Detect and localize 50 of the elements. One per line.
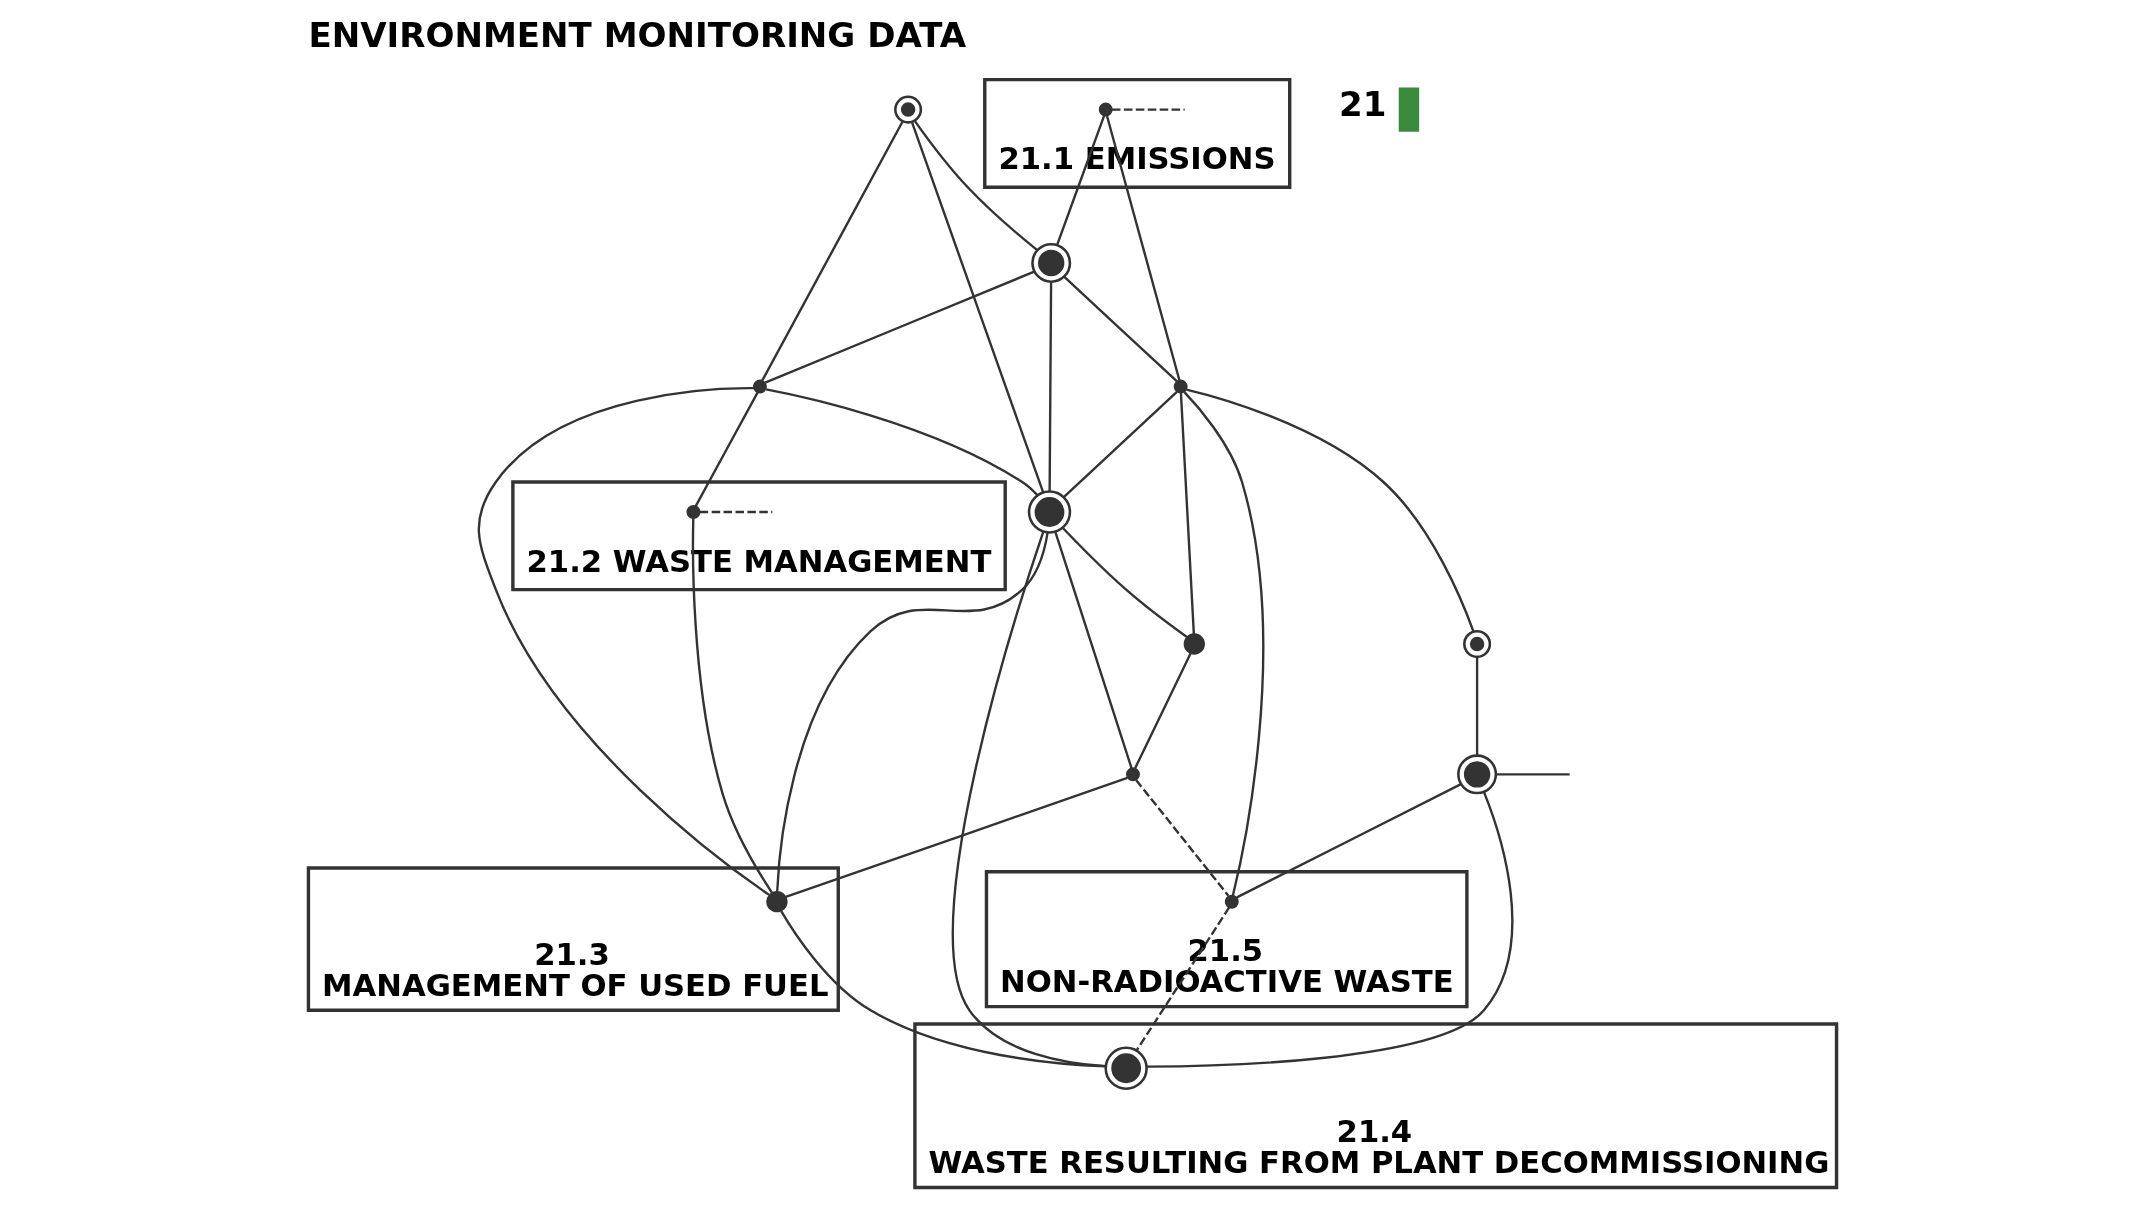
connector — [784, 776, 1128, 899]
node-ring — [1027, 490, 1071, 534]
connector — [764, 270, 1035, 384]
connector — [1055, 115, 1105, 246]
connector — [1133, 652, 1192, 769]
connector — [1495, 773, 1570, 776]
connector — [1185, 388, 1475, 632]
node-dot — [1098, 102, 1113, 117]
node-dot — [1183, 633, 1205, 655]
connector — [694, 391, 759, 507]
connector — [1061, 527, 1188, 639]
node-dot — [765, 891, 788, 913]
label: 21 — [1338, 84, 1387, 125]
connector — [1053, 531, 1133, 769]
node-ring — [1456, 754, 1497, 795]
connector — [1105, 115, 1180, 381]
connector — [1134, 779, 1229, 897]
connector — [910, 121, 1044, 493]
node-dot — [685, 505, 700, 519]
node-ring — [1103, 1046, 1148, 1090]
node-ring — [1030, 242, 1071, 283]
connector — [779, 910, 1105, 1068]
connector — [691, 518, 773, 894]
connector — [1475, 657, 1478, 756]
connector — [1111, 108, 1185, 111]
connector — [1183, 391, 1264, 896]
connector — [1062, 275, 1178, 383]
node-dot — [1173, 379, 1188, 394]
diagram-title: ENVIRONMENT MONITORING DATA — [307, 15, 966, 56]
connector — [1146, 791, 1513, 1068]
node-dot — [1224, 894, 1239, 909]
connector — [699, 510, 772, 514]
connector — [760, 121, 904, 381]
node-dot — [752, 379, 767, 394]
cluster: 21.5 NON-RADIOACTIVE WASTE — [984, 870, 1469, 1009]
connector — [913, 119, 1038, 251]
node-ring — [1462, 629, 1491, 659]
cluster: 21.3 MANAGEMENT OF USED FUEL — [306, 866, 840, 1013]
connector — [1062, 390, 1178, 498]
connector — [1135, 906, 1230, 1052]
cluster: 21.4 WASTE RESULTING FROM PLANT DECOMMISSIONING — [912, 1022, 1838, 1190]
node-ring — [893, 95, 922, 124]
connector — [775, 532, 1049, 892]
connector — [477, 386, 770, 896]
connector — [765, 388, 1038, 496]
connector — [1047, 282, 1052, 492]
connector — [1235, 783, 1462, 899]
connector — [951, 531, 1106, 1068]
node-dot — [1125, 767, 1140, 782]
connector — [1179, 393, 1195, 635]
